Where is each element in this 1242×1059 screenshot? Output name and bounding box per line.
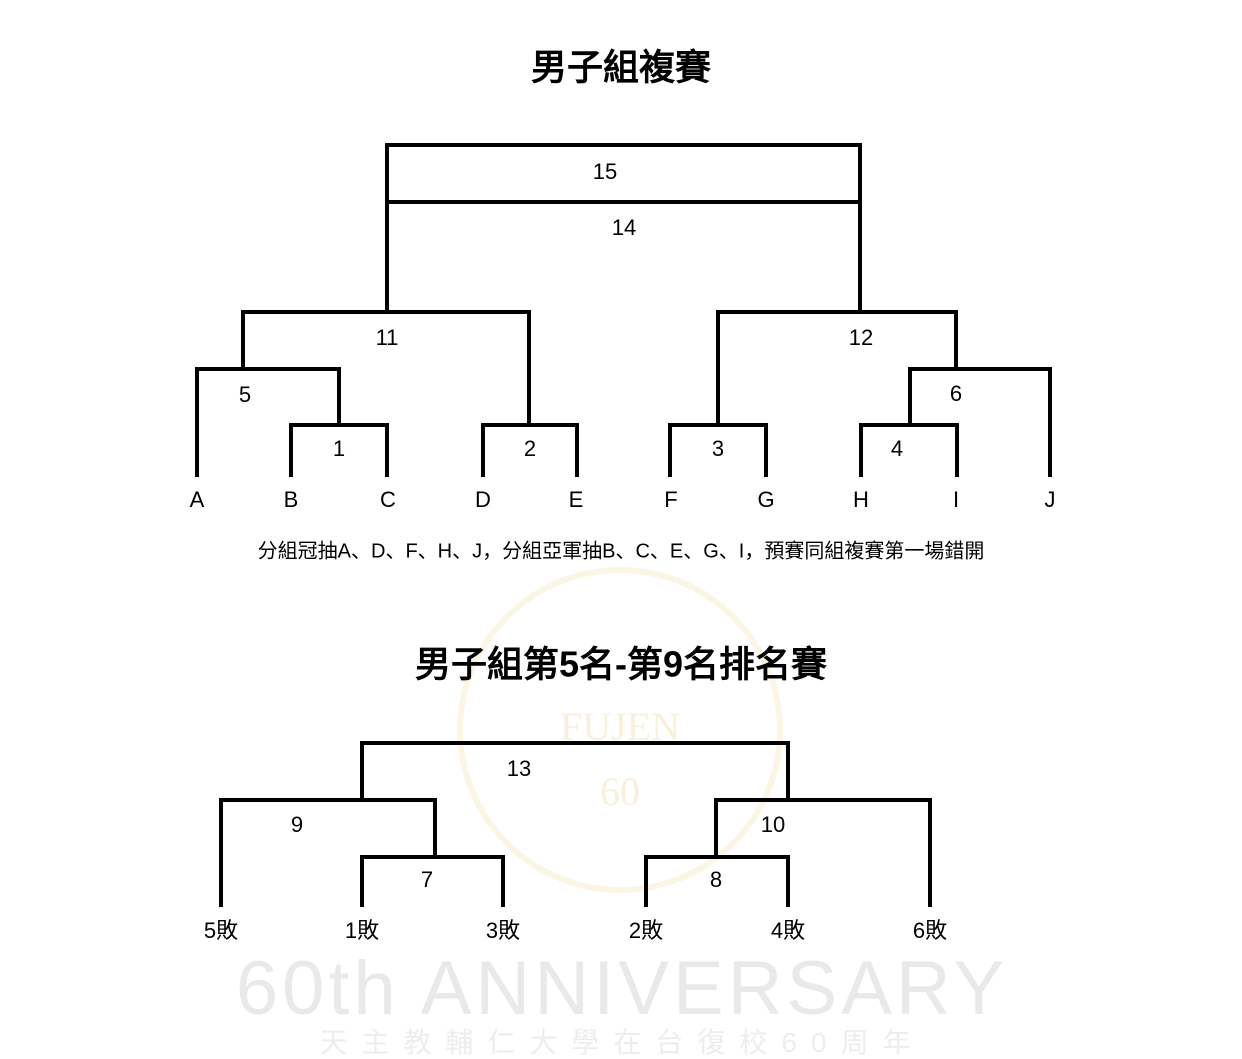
team-slot: A: [190, 487, 205, 512]
match-12-line: [716, 310, 958, 427]
match-label-9: 9: [291, 812, 303, 837]
main-bracket-lines: [195, 143, 1052, 477]
match-7-line: [360, 855, 505, 907]
match-9-line: [219, 798, 437, 907]
team-slot: B: [284, 487, 299, 512]
watermark-anniversary: 60th ANNIVERSARY: [236, 946, 1008, 1031]
match-label-13: 13: [507, 756, 531, 781]
match-label-4: 4: [891, 436, 903, 461]
match-10-line: [714, 798, 932, 907]
match-label-5: 5: [239, 382, 251, 407]
entrant-slot: 3敗: [486, 918, 520, 943]
watermark-subtitle: 天主教輔仁大學在台復校60周年: [319, 1027, 924, 1058]
match-label-6: 6: [950, 381, 962, 406]
draw-note: 分組冠抽A、D、F、H、J，分組亞軍抽B、C、E、G、I，預賽同組複賽第一場錯開: [258, 539, 985, 562]
team-slot: I: [953, 487, 959, 512]
match-2-line: [481, 423, 579, 477]
team-slot: H: [853, 487, 869, 512]
team-slot: F: [664, 487, 677, 512]
match-label-8: 8: [710, 867, 722, 892]
match-14-line: [385, 200, 862, 314]
match-3-line: [668, 423, 768, 477]
match-13-line: [360, 741, 790, 802]
match-6-line: [908, 367, 1052, 477]
match-8-line: [644, 855, 790, 907]
match-15-box: [385, 143, 862, 204]
team-slot: J: [1045, 487, 1056, 512]
team-slot: E: [569, 487, 584, 512]
match-label-7: 7: [421, 867, 433, 892]
match-label-14: 14: [612, 215, 636, 240]
entrant-slot: 6敗: [913, 918, 947, 943]
watermark-logo-number: 60: [600, 769, 640, 814]
match-5-line: [195, 367, 341, 477]
match-11-line: [241, 310, 531, 427]
match-label-12: 12: [849, 325, 873, 350]
match-1-line: [289, 423, 389, 477]
team-slot: D: [475, 487, 491, 512]
placement-bracket-title: 男子組第5名-第9名排名賽: [415, 644, 827, 685]
match-label-3: 3: [712, 436, 724, 461]
entrant-slot: 1敗: [345, 918, 379, 943]
watermark-logo-ring: [457, 567, 783, 893]
entrant-slot: 2敗: [629, 918, 663, 943]
main-bracket-title: 男子組複賽: [531, 47, 711, 88]
entrant-slot: 5敗: [204, 918, 238, 943]
match-label-1: 1: [333, 436, 345, 461]
match-label-15: 15: [593, 159, 617, 184]
entrant-slot: 4敗: [771, 918, 805, 943]
match-4-line: [859, 423, 959, 477]
match-label-10: 10: [761, 812, 785, 837]
match-label-2: 2: [524, 436, 536, 461]
placement-bracket-lines: [219, 741, 932, 907]
match-label-11: 11: [376, 325, 399, 350]
watermark: FUJEN 60 60th ANNIVERSARY 天主教輔仁大學在台復校60周…: [236, 567, 1008, 1058]
team-slot: G: [757, 487, 774, 512]
team-slot: C: [380, 487, 396, 512]
